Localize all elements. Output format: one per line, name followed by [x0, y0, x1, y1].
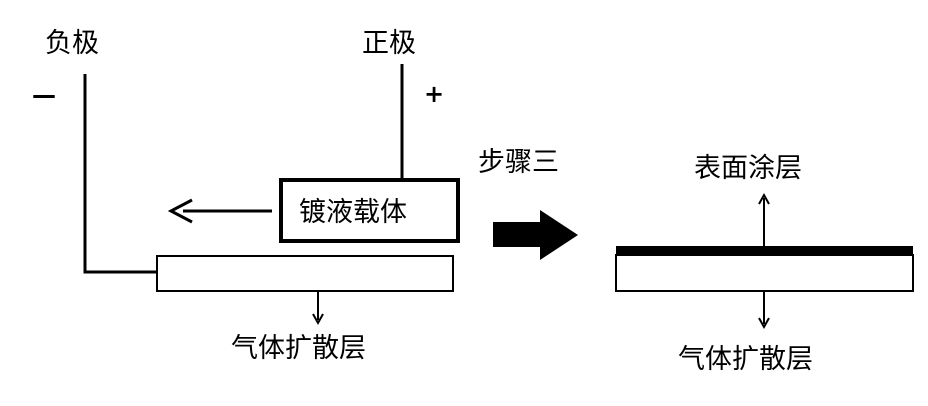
gas-diffusion-layer-coated-label: 气体扩散层	[678, 344, 813, 375]
negative-sign: —	[32, 81, 56, 109]
up-arrow-right	[759, 195, 769, 246]
negative-electrode-wire	[85, 74, 157, 272]
down-arrow-right	[759, 291, 769, 327]
left-panel: 负极 — 正极 + 镀液载体 气体扩散层	[32, 28, 458, 364]
negative-electrode-label: 负极	[45, 28, 99, 59]
step-arrow-icon	[493, 210, 578, 260]
positive-sign: +	[424, 80, 444, 108]
positive-electrode-label: 正极	[362, 28, 416, 59]
plating-carrier-label: 镀液载体	[299, 197, 407, 228]
step-transition: 步骤三	[478, 147, 578, 260]
gas-diffusion-layer	[157, 256, 453, 291]
down-arrow-left	[313, 291, 323, 323]
right-panel: 表面涂层 气体扩散层	[616, 153, 913, 375]
step-label: 步骤三	[478, 147, 559, 178]
surface-coating-label: 表面涂层	[694, 153, 802, 184]
gas-diffusion-layer-coated	[616, 255, 913, 291]
surface-coating	[616, 246, 913, 255]
carrier-move-arrow	[171, 200, 272, 222]
gas-diffusion-layer-label: 气体扩散层	[231, 333, 366, 364]
